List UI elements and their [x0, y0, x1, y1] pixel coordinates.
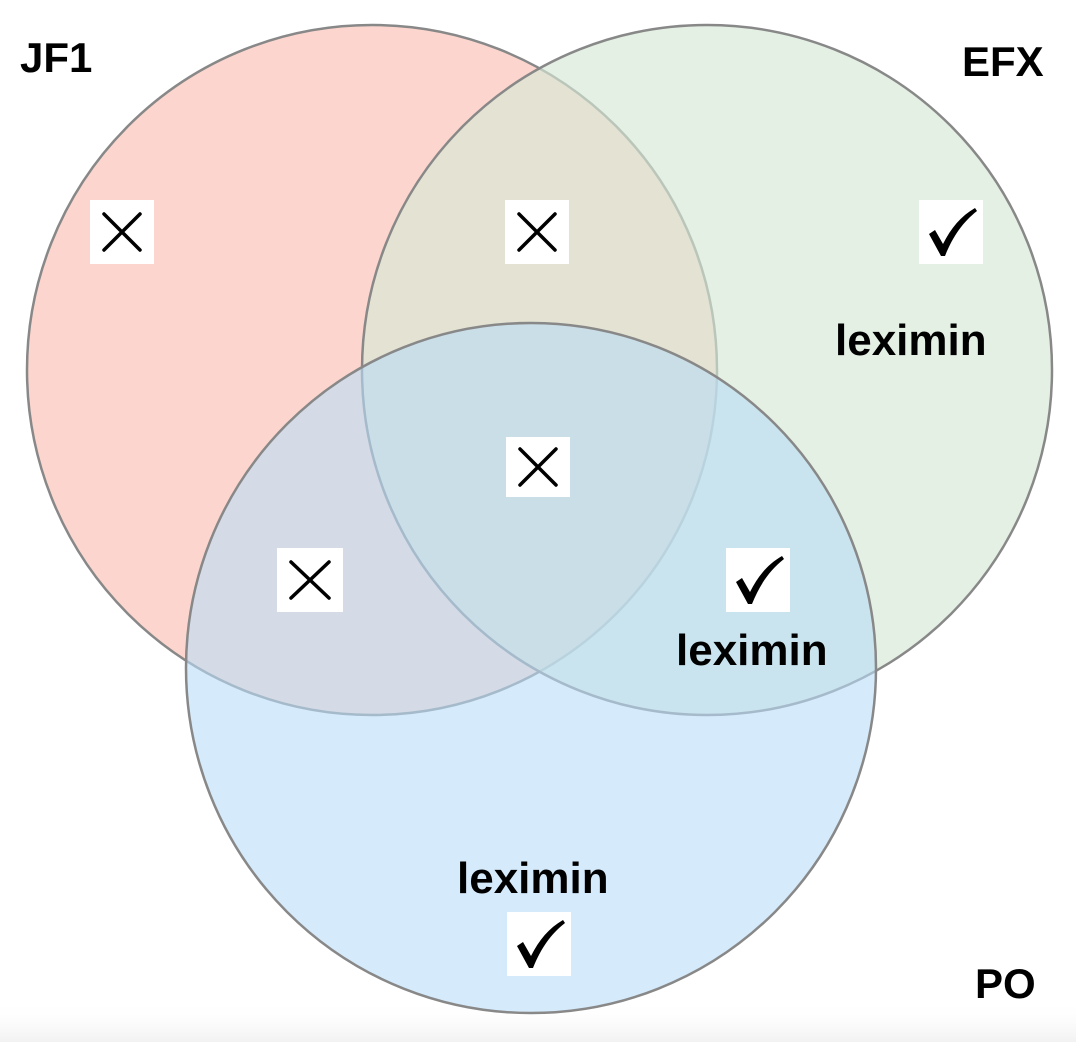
region-efx-only: leximin: [835, 200, 987, 365]
region-efx-po: leximin: [676, 548, 828, 675]
cross-icon: [90, 200, 154, 264]
region-all-three: [506, 437, 570, 497]
cross-icon: [506, 437, 570, 497]
region-jf1-efx: [505, 200, 569, 264]
po-circle: [184, 321, 878, 1015]
region-po-only: leximin: [457, 854, 609, 976]
region-jf1-po: [277, 548, 343, 612]
check-icon: [919, 200, 983, 264]
po-only-label: leximin: [457, 854, 609, 903]
region-jf1-only: [90, 200, 154, 264]
check-icon: [726, 548, 790, 612]
efx-only-label: leximin: [835, 316, 987, 365]
cross-icon: [277, 548, 343, 612]
jf1-set-label: JF1: [20, 34, 92, 81]
efx-po-label: leximin: [676, 626, 828, 675]
check-icon: [507, 912, 571, 976]
efx-set-label: EFX: [962, 38, 1044, 85]
po-set-label: PO: [975, 960, 1036, 1007]
cross-icon: [505, 200, 569, 264]
